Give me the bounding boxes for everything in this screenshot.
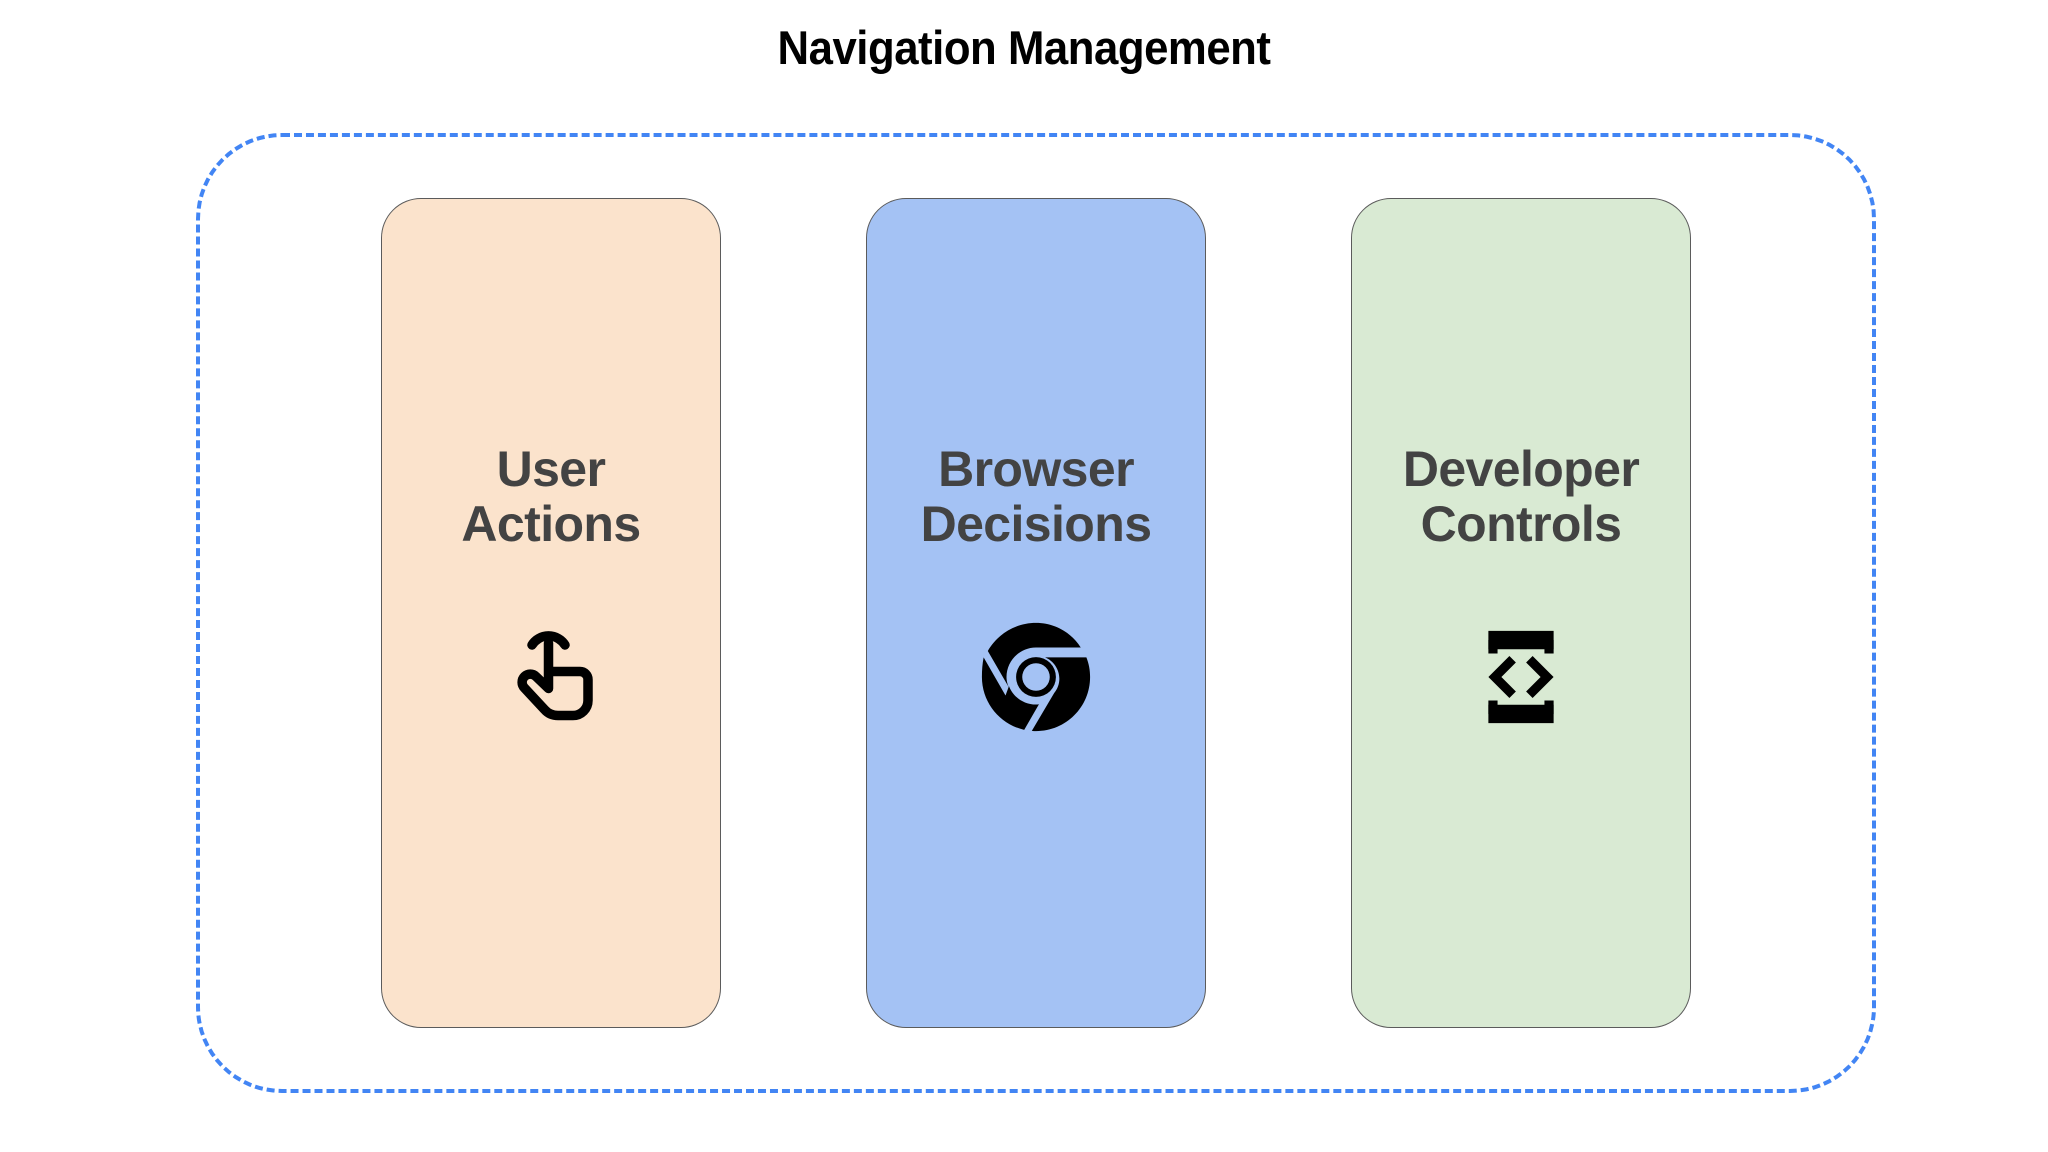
touch-app-icon xyxy=(491,617,611,737)
card-user-actions-label: User Actions xyxy=(461,441,641,552)
card-user-actions[interactable]: User Actions xyxy=(381,198,721,1028)
card-browser-decisions[interactable]: Browser Decisions xyxy=(866,198,1206,1028)
card-browser-decisions-label: Browser Decisions xyxy=(920,441,1152,552)
cards-row: User Actions Browser Decisions xyxy=(196,133,1876,1093)
page-title: Navigation Management xyxy=(777,21,1271,74)
chrome-logo-icon xyxy=(976,617,1096,737)
developer-mode-icon xyxy=(1461,617,1581,737)
card-developer-controls-label: Developer Controls xyxy=(1402,441,1640,552)
card-developer-controls[interactable]: Developer Controls xyxy=(1351,198,1691,1028)
navigation-management-group-container xyxy=(196,133,1876,1093)
